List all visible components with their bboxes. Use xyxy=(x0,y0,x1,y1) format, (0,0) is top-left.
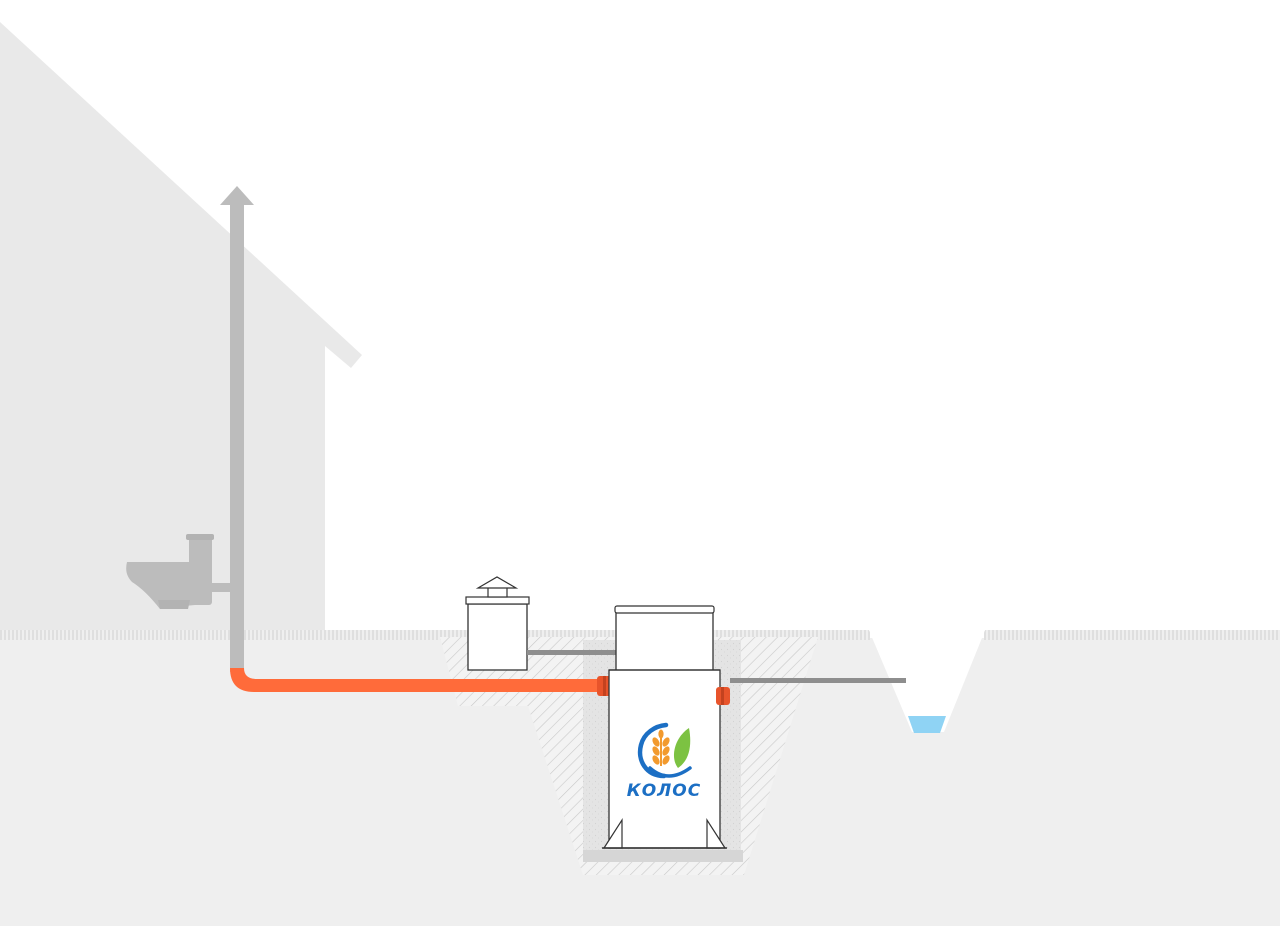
ground-surface-left xyxy=(0,630,870,640)
air-line xyxy=(527,650,617,655)
logo-wordmark: КОЛОС xyxy=(627,781,701,801)
inlet-pipe-elbow xyxy=(230,668,600,692)
well-lid xyxy=(465,596,530,605)
toilet-base xyxy=(158,600,190,609)
toilet-bowl xyxy=(126,562,212,609)
logo-grain-1 xyxy=(652,737,660,747)
ground-surface-right xyxy=(984,630,1280,640)
compressor-well xyxy=(465,576,617,671)
inlet-coupling-band xyxy=(603,676,606,696)
logo-grain-top xyxy=(658,729,664,739)
well-body xyxy=(467,603,528,671)
logo-grain-6 xyxy=(662,755,670,765)
arrow-up-icon xyxy=(220,186,254,205)
pit-base-slab xyxy=(583,850,743,862)
house-wall-and-roof xyxy=(0,22,362,632)
vent-riser xyxy=(220,186,254,672)
station-lid xyxy=(614,605,715,614)
station-neck xyxy=(615,610,714,675)
drainage-ditch xyxy=(868,628,986,732)
toilet-tank-lid xyxy=(186,534,214,540)
toilet-icon xyxy=(126,534,232,609)
ditch-water xyxy=(908,716,946,733)
logo-leaf xyxy=(673,728,691,768)
logo-grain-3 xyxy=(652,746,660,756)
house xyxy=(0,22,362,632)
logo-swoosh xyxy=(648,766,692,778)
septic-station: КОЛОС xyxy=(602,605,906,849)
outlet-pipe xyxy=(730,678,906,683)
station-logo: КОЛОС xyxy=(627,722,701,801)
vent-cap-top xyxy=(475,576,519,589)
toilet-outlet-pipe xyxy=(207,583,232,592)
outlet-coupling-band xyxy=(721,687,724,705)
logo-grain-5 xyxy=(652,755,660,765)
logo-ring xyxy=(637,722,669,779)
wheat-leaf-emblem-icon xyxy=(637,722,692,779)
logo-grain-2 xyxy=(662,737,670,747)
logo-grain-4 xyxy=(662,746,670,756)
vent-pipe xyxy=(230,202,244,672)
